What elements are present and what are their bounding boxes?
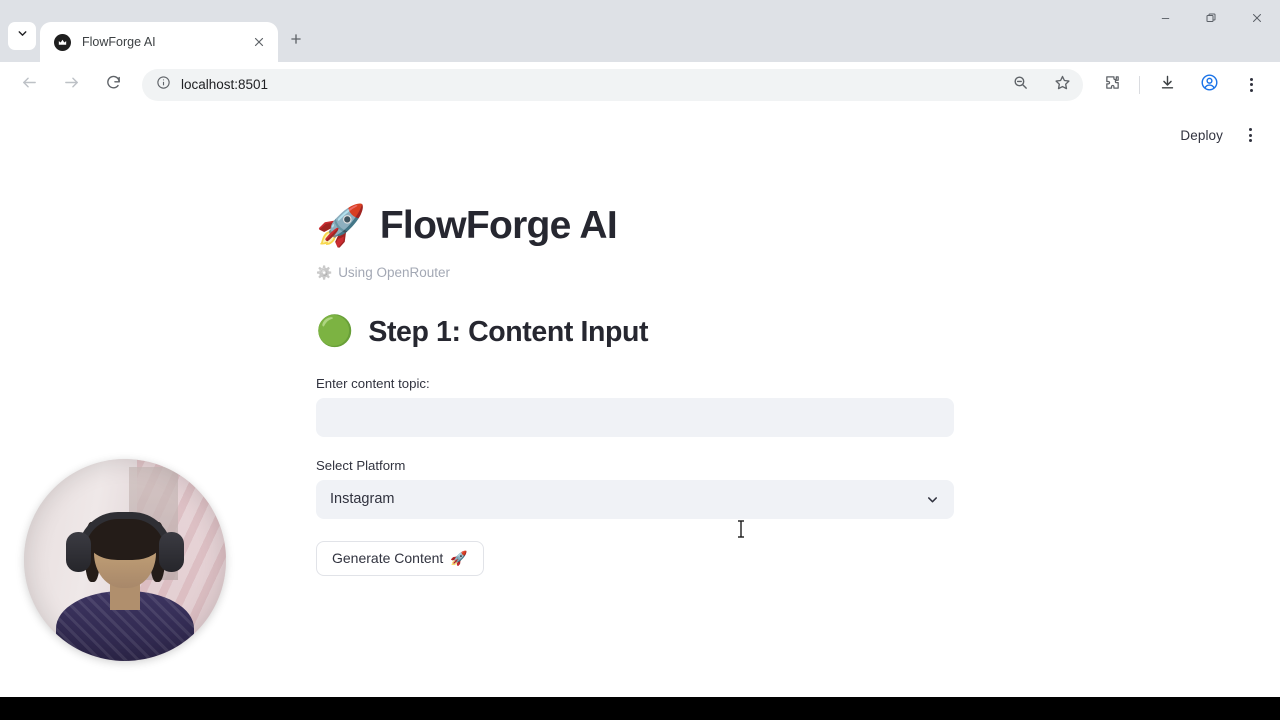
close-icon[interactable] [250, 33, 268, 51]
bottom-black-bar [0, 697, 1280, 720]
info-circle-icon[interactable] [156, 75, 171, 95]
zoom-search-icon [1012, 74, 1029, 96]
puzzle-icon [1104, 74, 1121, 96]
back-button[interactable] [13, 69, 45, 101]
text-cursor [736, 519, 746, 539]
webcam-video-bubble[interactable] [24, 459, 226, 661]
three-dot-menu-icon [1248, 128, 1252, 142]
maximize-icon [1205, 11, 1217, 29]
download-icon [1159, 74, 1176, 96]
plus-icon [289, 32, 303, 51]
toolbar-divider [1139, 75, 1140, 94]
tab-strip: FlowForge AI [0, 0, 1280, 62]
green-circle-icon: 🟢 [316, 315, 354, 349]
forward-arrow-icon [63, 74, 80, 96]
tab-title: FlowForge AI [82, 35, 156, 49]
chevron-down-icon[interactable] [925, 492, 940, 507]
flowforge-favicon [54, 33, 71, 51]
reload-button[interactable] [97, 69, 129, 101]
webcam-person-neck [110, 584, 140, 611]
profile-avatar-icon [1200, 73, 1219, 97]
deploy-button[interactable]: Deploy [1180, 127, 1223, 143]
platform-select-label: Select Platform [316, 457, 406, 473]
browser-toolbar: localhost:8501 [0, 62, 1280, 107]
chevron-down-icon [16, 27, 29, 45]
webcam-headphone-cup-left [66, 531, 92, 572]
provider-caption: ⚙️ Using OpenRouter [316, 265, 956, 281]
forward-button[interactable] [55, 69, 87, 101]
browser-tab[interactable]: FlowForge AI [40, 22, 278, 62]
downloads-button[interactable] [1151, 69, 1183, 101]
gear-icon: ⚙️ [316, 264, 333, 280]
star-icon [1054, 74, 1071, 96]
minimize-icon [1160, 11, 1171, 29]
page-title: FlowForge AI [379, 204, 618, 247]
bookmark-button[interactable] [1046, 69, 1078, 101]
back-arrow-icon [21, 74, 38, 96]
tab-search-button[interactable] [8, 22, 36, 50]
omnibox-actions [999, 69, 1083, 101]
rocket-icon: 🚀 [316, 204, 366, 249]
generate-content-label: Generate Content [332, 550, 444, 567]
minimize-button[interactable] [1142, 0, 1188, 40]
address-bar[interactable]: localhost:8501 [142, 68, 1083, 101]
app-main-content: 🚀 FlowForge AI ⚙️ Using OpenRouter 🟢 Ste… [316, 107, 956, 576]
topic-input-label: Enter content topic: [316, 375, 430, 391]
rocket-icon: 🚀 [450, 549, 468, 566]
profile-button[interactable] [1193, 69, 1225, 101]
webcam-vignette [24, 459, 226, 661]
app-title-row: 🚀 FlowForge AI [316, 204, 956, 249]
streamlit-toolbar: Deploy [0, 107, 1280, 163]
new-tab-button[interactable] [283, 28, 309, 54]
platform-select[interactable]: Instagram [316, 479, 954, 519]
close-icon [1251, 11, 1263, 29]
browser-menu-button[interactable] [1235, 69, 1267, 101]
maximize-button[interactable] [1188, 0, 1234, 40]
extensions-button[interactable] [1096, 69, 1128, 101]
step-heading: Step 1: Content Input [368, 315, 649, 348]
webcam-headphone-cup-right [158, 531, 184, 572]
zoom-search-button[interactable] [1004, 69, 1036, 101]
three-dot-menu-icon [1249, 77, 1253, 92]
reload-icon [105, 74, 122, 96]
address-bar-url: localhost:8501 [181, 77, 269, 92]
step-heading-row: 🟢 Step 1: Content Input [316, 316, 956, 349]
platform-select-value: Instagram [330, 491, 395, 508]
streamlit-menu-button[interactable] [1236, 121, 1264, 149]
topic-input[interactable] [316, 397, 954, 437]
page-viewport: Deploy 🚀 FlowForge AI ⚙️ Using OpenRoute… [0, 107, 1280, 697]
close-window-button[interactable] [1234, 0, 1280, 40]
provider-caption-text: Using OpenRouter [338, 265, 450, 281]
generate-content-button[interactable]: Generate Content 🚀 [316, 540, 484, 576]
window-controls [1142, 0, 1280, 40]
toolbar-right-actions [1091, 69, 1272, 101]
